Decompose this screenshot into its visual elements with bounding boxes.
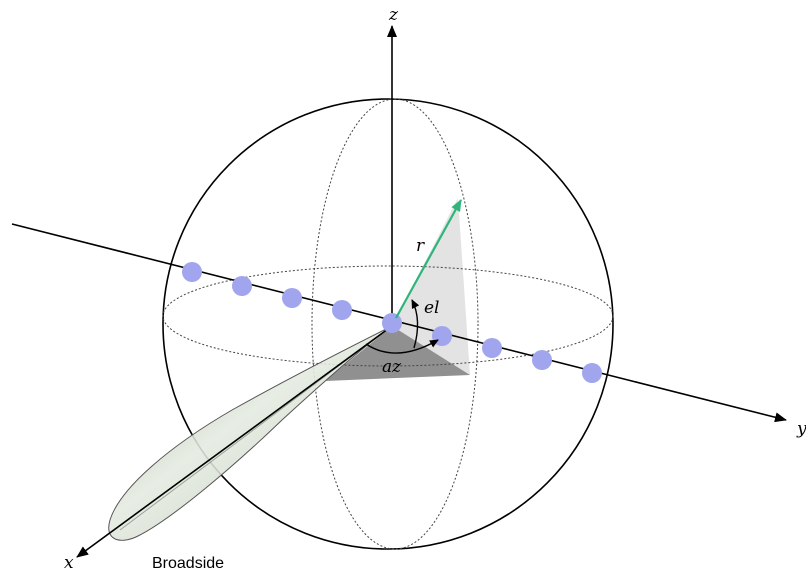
azimuth-label: az xyxy=(382,357,402,377)
broadside-caption: Broadside xyxy=(152,555,224,572)
array-element xyxy=(532,350,552,370)
z-axis-label: z xyxy=(388,5,399,25)
array-element xyxy=(382,313,402,333)
array-element xyxy=(182,262,202,282)
array-element xyxy=(282,288,302,308)
radius-vector xyxy=(395,199,462,319)
array-elements xyxy=(182,262,602,383)
elevation-arc xyxy=(411,299,420,349)
x-axis-line xyxy=(76,325,393,558)
equator-circle xyxy=(162,265,614,367)
y-axis-label: y xyxy=(796,419,806,439)
meridian-circle xyxy=(311,98,479,550)
elevation-label: el xyxy=(424,298,440,318)
sphere-outline xyxy=(162,98,614,550)
array-element xyxy=(332,300,352,320)
array-element xyxy=(232,276,252,296)
azimuth-arc xyxy=(365,339,439,354)
x-axis-label: x xyxy=(64,553,74,573)
array-element xyxy=(432,326,452,346)
radius-label: r xyxy=(416,236,425,256)
array-element xyxy=(582,363,602,383)
array-element xyxy=(482,338,502,358)
